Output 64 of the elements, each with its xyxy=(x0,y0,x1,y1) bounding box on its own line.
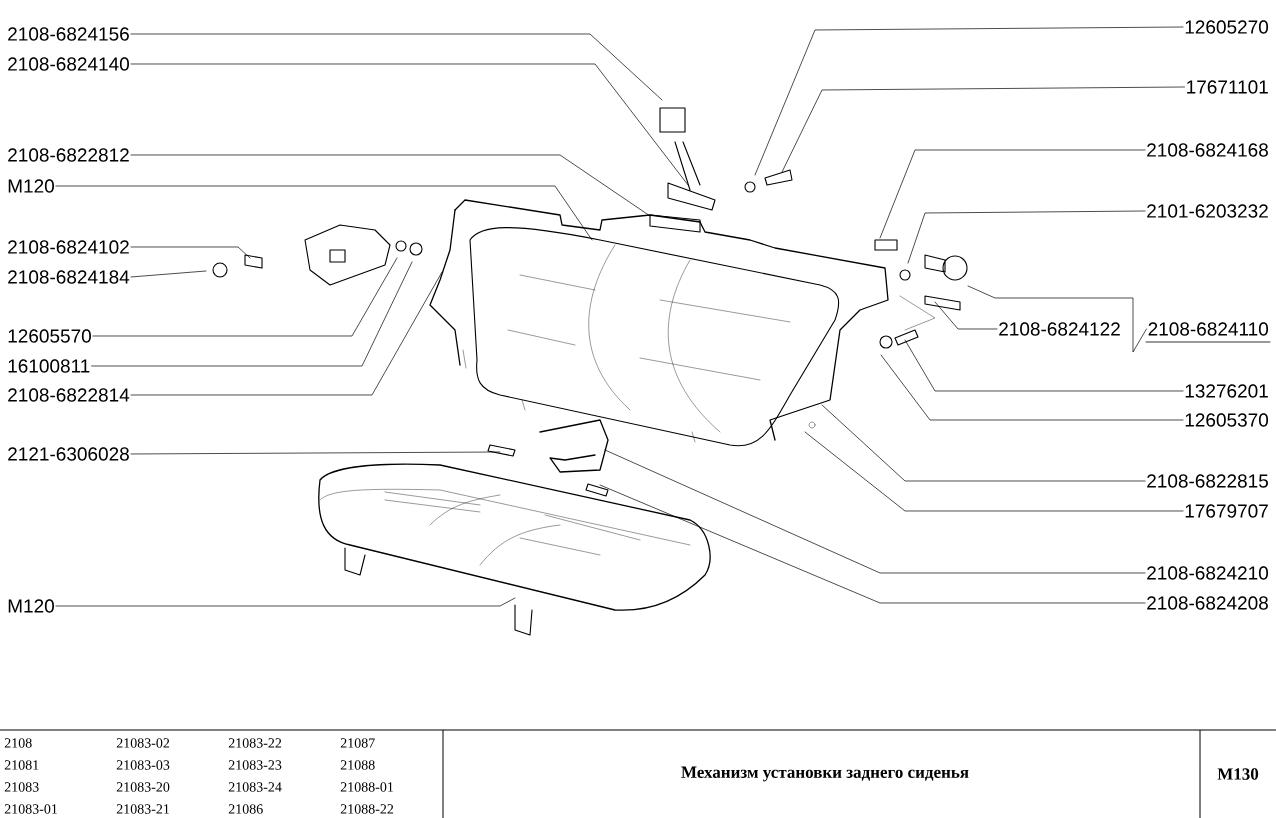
table-cell: 21083-01 xyxy=(4,804,58,814)
part-number: 17671101 xyxy=(1187,80,1268,94)
part-number: 2108-6824208 xyxy=(1147,596,1268,610)
leader-line xyxy=(55,185,593,241)
part-number: 2108-6822814 xyxy=(8,388,130,402)
table-cell: 21083-03 xyxy=(116,760,170,770)
table-cell: 21086 xyxy=(228,804,263,814)
part-number: 2108-6824168 xyxy=(1147,143,1268,157)
part-number: 2108-6822815 xyxy=(1147,474,1268,488)
part-number: 2108-6824110 xyxy=(1148,322,1269,336)
leader-line xyxy=(904,339,1184,392)
part-number: 2108-6824122 xyxy=(999,322,1120,336)
part-number: 2108-6824102 xyxy=(8,240,129,254)
table-cell: 21088-01 xyxy=(340,782,394,792)
table-cell: 2108 xyxy=(4,738,32,748)
leader-line xyxy=(130,246,251,259)
leader-line xyxy=(130,451,501,455)
part-number: 2108-6824184 xyxy=(8,270,130,284)
leader-line xyxy=(130,33,663,101)
leader-line xyxy=(907,210,1146,264)
table-cell: 21083-22 xyxy=(228,738,282,748)
part-number: 17679707 xyxy=(1185,504,1268,518)
part-number: 2101-6203232 xyxy=(1147,204,1268,218)
title: Механизм установки заднего сиденья xyxy=(681,766,969,782)
leader-line xyxy=(804,431,1184,512)
part-number: 13276201 xyxy=(1185,384,1268,398)
leader-line xyxy=(754,26,1184,176)
leader-line xyxy=(934,301,998,330)
part-number: 12605270 xyxy=(1185,20,1269,34)
leader-line xyxy=(781,86,1185,173)
part-number: 12605570 xyxy=(8,329,91,343)
leader-line xyxy=(130,271,443,396)
leader-line xyxy=(599,484,1146,604)
part-number: 2108-6824156 xyxy=(8,27,129,41)
part-number: M120 xyxy=(8,599,54,613)
leader-line xyxy=(821,404,1146,482)
table-cell: 21087 xyxy=(340,738,375,748)
table-cell: 21083-23 xyxy=(228,760,282,770)
part-number: 16100811 xyxy=(8,359,90,373)
part-number: 2108-6824140 xyxy=(8,57,129,71)
part-number: 2121-6306028 xyxy=(8,447,129,461)
table-cell: 21083-24 xyxy=(228,782,282,792)
leader-line xyxy=(130,154,651,217)
table-cell: 21081 xyxy=(4,760,39,770)
table-cell: 21088 xyxy=(340,760,375,770)
part-number: M120 xyxy=(8,179,54,193)
leader-line xyxy=(879,149,1146,239)
table-cell: 21083-20 xyxy=(116,782,170,792)
part-number: 12605370 xyxy=(1185,413,1269,427)
part-number: 2108-6824210 xyxy=(1147,566,1269,580)
leader-line xyxy=(130,270,207,278)
leader-line xyxy=(880,354,1184,421)
part-number: 2108-6822812 xyxy=(8,148,129,162)
leader-line xyxy=(604,449,1146,574)
leader-line xyxy=(55,597,516,607)
table-cell: 21083-21 xyxy=(116,804,170,814)
table-cell: 21083-02 xyxy=(116,738,170,748)
leader-line xyxy=(92,257,398,337)
sheet-code: M130 xyxy=(1217,768,1259,780)
table-cell: 21088-22 xyxy=(340,804,394,814)
table-cell: 21083 xyxy=(4,782,39,792)
leader-line xyxy=(967,285,1147,353)
leader-line xyxy=(91,261,413,367)
leader-line xyxy=(130,63,689,186)
